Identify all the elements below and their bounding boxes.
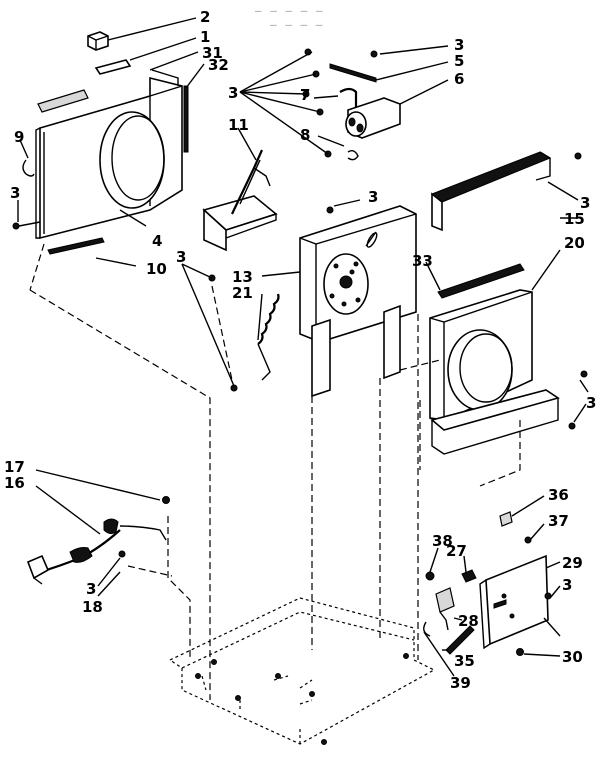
callout-3-right-top: 3 <box>580 194 590 212</box>
callout-36: 36 <box>548 486 569 504</box>
callout-31: 31 <box>202 44 223 62</box>
callout-4: 4 <box>152 232 162 250</box>
callout-28: 28 <box>458 612 479 630</box>
leader-lines-upper <box>17 17 589 423</box>
callout-20: 20 <box>564 234 585 252</box>
callout-10: 10 <box>146 260 167 278</box>
callout-39: 39 <box>450 674 471 692</box>
header-text-line2: — — — — <box>270 18 323 31</box>
callout-16: 16 <box>4 474 25 492</box>
callout-2: 2 <box>200 8 210 26</box>
control-box-assembly <box>423 495 561 677</box>
callout-3-left: 3 <box>10 184 20 202</box>
callout-11: 11 <box>228 116 249 134</box>
callout-30: 30 <box>562 648 583 666</box>
callout-5: 5 <box>454 52 464 70</box>
base-pan <box>168 597 436 745</box>
callout-21: 21 <box>232 284 253 302</box>
callout-13: 13 <box>232 268 253 286</box>
motor-mount-panel <box>230 205 417 398</box>
callout-3-motor: 3 <box>368 188 378 206</box>
callout-3-bracket: 3 <box>176 248 186 266</box>
callout-18: 18 <box>82 598 103 616</box>
assembly-guide-lines <box>29 243 521 700</box>
callout-7: 7 <box>300 86 310 104</box>
header-text-line1: — — — — — <box>255 4 324 17</box>
fan-shroud-left <box>12 31 189 255</box>
callout-32: 32 <box>208 56 229 74</box>
capacitor-assembly <box>302 48 401 161</box>
callout-35: 35 <box>454 652 475 670</box>
callout-3-cord: 3 <box>86 580 96 598</box>
callout-17: 17 <box>4 458 25 476</box>
right-shroud <box>429 151 588 455</box>
callout-15: 15 <box>564 210 585 228</box>
power-cord-assembly <box>26 469 170 597</box>
callout-9: 9 <box>14 128 24 146</box>
callout-8: 8 <box>300 126 310 144</box>
callout-27: 27 <box>446 542 467 560</box>
callout-33: 33 <box>412 252 433 270</box>
callout-3-control: 3 <box>562 576 572 594</box>
callout-38: 38 <box>432 532 453 550</box>
callout-labels: 2 1 31 32 3 9 3 4 10 11 3 13 21 3 3 5 6 … <box>4 8 596 692</box>
callout-3-top: 3 <box>454 36 464 54</box>
callout-1: 1 <box>200 28 210 46</box>
callout-37: 37 <box>548 512 569 530</box>
callout-6: 6 <box>454 70 464 88</box>
bracket-11 <box>202 149 278 282</box>
callout-3-group: 3 <box>228 84 238 102</box>
callout-29: 29 <box>562 554 583 572</box>
callout-3-right-bottom: 3 <box>586 394 596 412</box>
